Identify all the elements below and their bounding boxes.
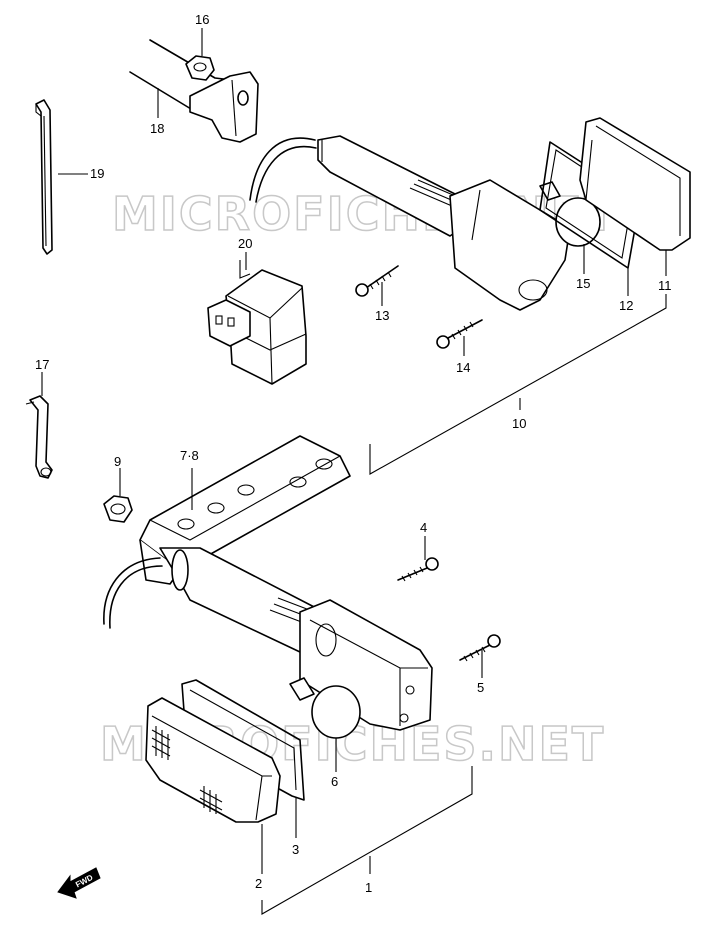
callout-1: 1 (365, 880, 372, 895)
callout-2: 2 (255, 876, 262, 891)
part-16-nut (185, 55, 215, 81)
callout-20: 20 (238, 236, 252, 251)
part-13-screw (355, 265, 399, 297)
callout-11: 11 (658, 278, 672, 293)
callout-9: 9 (114, 454, 121, 469)
leader-1-bracket (261, 766, 473, 915)
part-15-bulb (539, 181, 601, 247)
part-11-rear-lens (579, 117, 691, 251)
callout-4: 4 (420, 520, 427, 535)
part-2-front-lens (145, 697, 281, 823)
part-14-screw (436, 319, 483, 349)
part-6-bulb (289, 677, 361, 739)
leader-10-bracket (369, 294, 667, 475)
callout-3: 3 (292, 842, 299, 857)
callout-16: 16 (195, 12, 209, 27)
part-18-bracket (129, 39, 259, 143)
callout-12: 12 (619, 298, 633, 313)
part-10-rear-turn-signal (249, 135, 571, 311)
part-17-clamp (25, 395, 53, 479)
callout-18: 18 (150, 121, 164, 136)
callout-10: 10 (512, 416, 526, 431)
part-20-relay (207, 260, 307, 385)
part-19-cable-tie (35, 99, 53, 255)
part-4-screw (397, 557, 439, 582)
callout-6: 6 (331, 774, 338, 789)
callout-13: 13 (375, 308, 389, 323)
part-5-screw (459, 634, 501, 662)
callout-15: 15 (576, 276, 590, 291)
callout-17: 17 (35, 357, 49, 372)
callout-7-8: 7·8 (180, 448, 199, 463)
callout-14: 14 (456, 360, 470, 375)
fwd-arrow-icon: FWD (57, 867, 101, 899)
callout-5: 5 (477, 680, 484, 695)
callout-19: 19 (90, 166, 104, 181)
part-9-nut (103, 495, 133, 523)
